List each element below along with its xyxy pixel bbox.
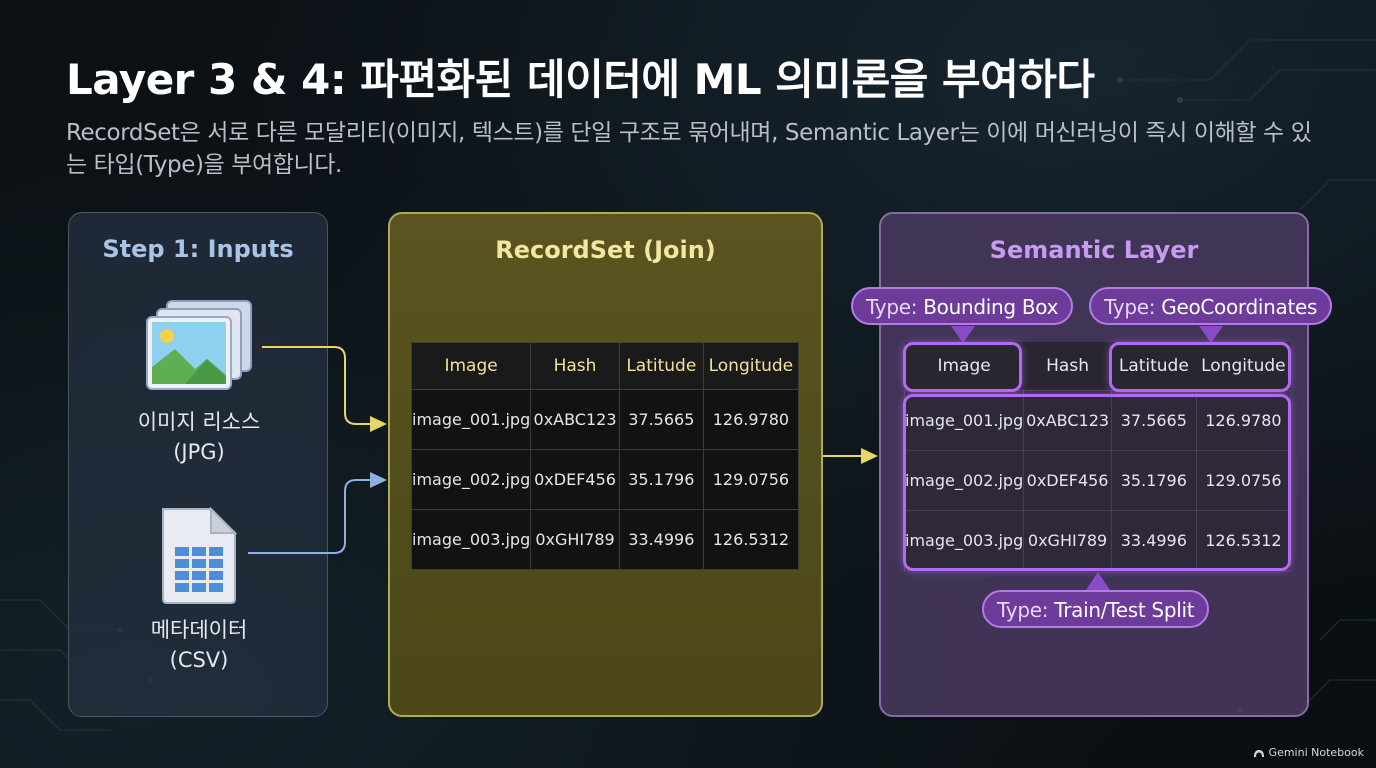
table-cell: 0xDEF456 xyxy=(1023,450,1112,511)
type-prefix: Type: xyxy=(866,295,918,319)
image-resource-label-line2: (JPG) xyxy=(173,440,225,464)
type-bounding-box-pill: Type: Bounding Box xyxy=(851,287,1074,325)
recordset-to-semantic-arrowhead xyxy=(861,448,878,464)
inputs-panel: Step 1: Inputs 이미지 리소스 (JPG) 메타데 xyxy=(68,212,328,717)
type-prefix: Type: xyxy=(997,598,1049,622)
table-cell: 126.5312 xyxy=(702,509,800,570)
table-cell: 33.4996 xyxy=(1110,510,1197,571)
table-row: image_002.jpg 0xDEF456 35.1796 129.0756 xyxy=(410,449,800,510)
table-cell: 37.5665 xyxy=(618,389,704,450)
rows-highlight xyxy=(903,394,1291,571)
table-cell: 0xGHI789 xyxy=(1023,510,1112,571)
type-train-test-split-value: Train/Test Split xyxy=(1054,598,1195,622)
table-cell: image_001.jpg xyxy=(903,390,1025,451)
table-cell: 126.5312 xyxy=(1195,510,1292,571)
image-column-highlight xyxy=(903,342,1022,392)
csv-file-icon xyxy=(159,505,239,609)
table-header-row: Image Hash Latitude Longitude xyxy=(410,342,800,390)
table-cell: 0xDEF456 xyxy=(530,449,620,510)
csv-to-recordset-arrowhead xyxy=(370,472,387,488)
page-subtitle: RecordSet은 서로 다른 모달리티(이미지, 텍스트)를 단일 구조로 … xyxy=(66,120,1312,178)
image-resource-label-line1: 이미지 리소스 xyxy=(137,410,261,434)
metadata-label-line1: 메타데이터 xyxy=(150,618,248,642)
type-prefix: Type: xyxy=(1104,295,1156,319)
geo-columns-highlight xyxy=(1109,342,1291,392)
type-geocoordinates-value: GeoCoordinates xyxy=(1161,295,1318,319)
gemini-sparkle-icon xyxy=(1253,749,1264,757)
table-cell: 126.9780 xyxy=(1195,390,1292,451)
table-row: image_001.jpg 0xABC123 37.5665 126.9780 xyxy=(410,389,800,450)
image-resource-label: 이미지 리소스 (JPG) xyxy=(69,407,329,467)
type-train-test-split-pill: Type: Train/Test Split xyxy=(982,590,1210,628)
table-cell: 33.4996 xyxy=(618,509,704,570)
semantic-layer-panel-title: Semantic Layer xyxy=(989,236,1199,264)
column-header-latitude: Latitude xyxy=(1111,342,1197,391)
table-cell: 129.0756 xyxy=(702,449,800,510)
recordset-panel-title: RecordSet (Join) xyxy=(495,236,716,264)
table-cell: image_001.jpg xyxy=(410,389,532,450)
image-stack-icon xyxy=(145,297,255,401)
table-row: image_003.jpg 0xGHI789 33.4996 126.5312 xyxy=(410,509,800,570)
table-cell: image_002.jpg xyxy=(410,449,532,510)
watermark: Gemini Notebook xyxy=(1253,746,1364,759)
metadata-label: 메타데이터 (CSV) xyxy=(69,615,329,675)
table-cell: 35.1796 xyxy=(618,449,704,510)
page-title: Layer 3 & 4: 파편화된 데이터에 ML 의미론을 부여하다 xyxy=(66,55,1095,104)
type-geocoordinates-pill: Type: GeoCoordinates xyxy=(1089,287,1333,325)
table-cell: image_003.jpg xyxy=(410,509,532,570)
table-header-row: Image Hash Latitude Longitude xyxy=(904,342,1291,391)
recordset-table: Image Hash Latitude Longitude image_001.… xyxy=(410,342,800,570)
table-cell: 0xGHI789 xyxy=(530,509,620,570)
table-cell: image_002.jpg xyxy=(903,450,1025,511)
type-bounding-box-value: Bounding Box xyxy=(923,295,1059,319)
watermark-text: Gemini Notebook xyxy=(1268,746,1364,759)
column-header-image: Image xyxy=(410,342,532,390)
column-header-hash: Hash xyxy=(530,342,620,390)
column-header-longitude: Longitude xyxy=(702,342,800,390)
metadata-label-line2: (CSV) xyxy=(169,648,229,672)
column-header-image: Image xyxy=(904,342,1024,391)
inputs-panel-title: Step 1: Inputs xyxy=(102,235,294,263)
column-header-latitude: Latitude xyxy=(618,342,704,390)
table-cell: 0xABC123 xyxy=(530,389,620,450)
column-header-hash: Hash xyxy=(1023,342,1112,391)
column-header-longitude: Longitude xyxy=(1196,342,1291,391)
table-cell: 126.9780 xyxy=(702,389,800,450)
image-to-recordset-arrowhead xyxy=(370,416,387,432)
table-cell: 129.0756 xyxy=(1195,450,1292,511)
